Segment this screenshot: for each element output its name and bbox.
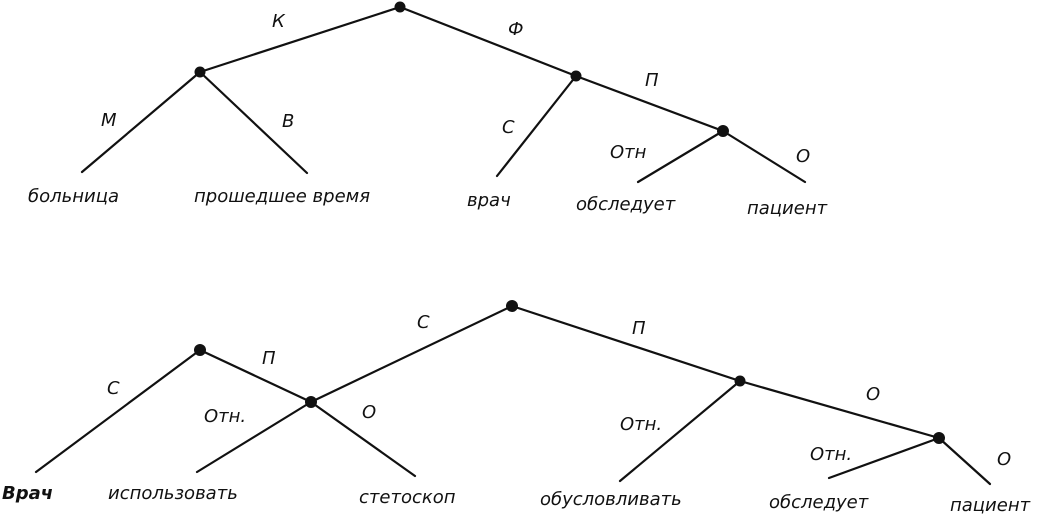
edge2-right-otn [618,379,742,483]
edge-label-f: Ф [508,19,524,40]
edge2-root-p [510,304,742,383]
node-root [394,1,406,13]
leaf-examines: обследует [576,194,676,215]
edge2-label-o-left: О [362,402,376,423]
node-p [717,125,729,137]
edge2-root-s [309,304,514,404]
edge-label-o: О [796,146,810,167]
edge-p-o [721,129,807,184]
leaf2-doctor: Врач [2,483,53,504]
edge2-right-o [738,379,941,440]
edge-f-s [495,74,578,178]
edge2-label-otn-right: Отн. [810,444,852,465]
node2-right [734,375,746,387]
node-f [570,70,582,82]
edge2-label-o-mid: О [866,384,880,405]
edge-label-k: К [272,11,286,32]
leaf-patient: пациент [747,198,828,219]
leaf2-use: использовать [108,483,238,504]
edge2-far-otn [827,436,941,480]
edge-k-v [198,70,309,175]
edge2-label-s-top: С [417,312,430,333]
edge2-label-p-left: П [262,348,276,369]
edge2-label-otn-mid: Отн. [620,414,662,435]
edge-label-v: В [282,111,294,132]
edge-p-otn [636,129,725,184]
edge2-label-otn-left: Отн. [204,406,246,427]
edge2-left-p [198,348,313,404]
edge2-label-s-left: С [107,378,120,399]
edge-label-s: С [502,117,515,138]
node2-far [933,432,945,444]
leaf-hospital: больница [28,186,119,207]
edge-k-m [80,70,202,174]
edge-label-p: П [645,70,659,91]
edge2-mid-otn [195,400,313,474]
edge2-mid-o [309,400,417,478]
leaf-past-time: прошедшее время [194,186,370,207]
leaf2-patient: пациент [950,495,1031,516]
leaf2-examines: обследует [769,492,869,513]
edge2-label-o-right: О [997,449,1011,470]
edge-root-k [198,5,402,74]
edge-f-p [574,74,725,133]
edge-root-f [398,5,578,78]
leaf2-stethoscope: стетоскоп [359,487,456,508]
node-k [194,66,206,78]
leaf2-condition: обусловливать [540,489,682,510]
tree-1: К Ф М В С П Отн О больница прошедшее вре… [28,1,828,219]
edge2-far-o [937,436,992,486]
tree-2: С П Отн. О С П Отн. О Отн. О Врач исполь… [2,300,1031,516]
edge2-label-p-top: П [632,318,646,339]
node2-left [194,344,206,356]
node2-root [506,300,518,312]
edge2-left-s [34,348,202,474]
leaf-doctor: врач [467,190,511,211]
node2-mid [305,396,317,408]
edge-label-otn: Отн [610,142,647,163]
edge-label-m: М [101,110,117,131]
